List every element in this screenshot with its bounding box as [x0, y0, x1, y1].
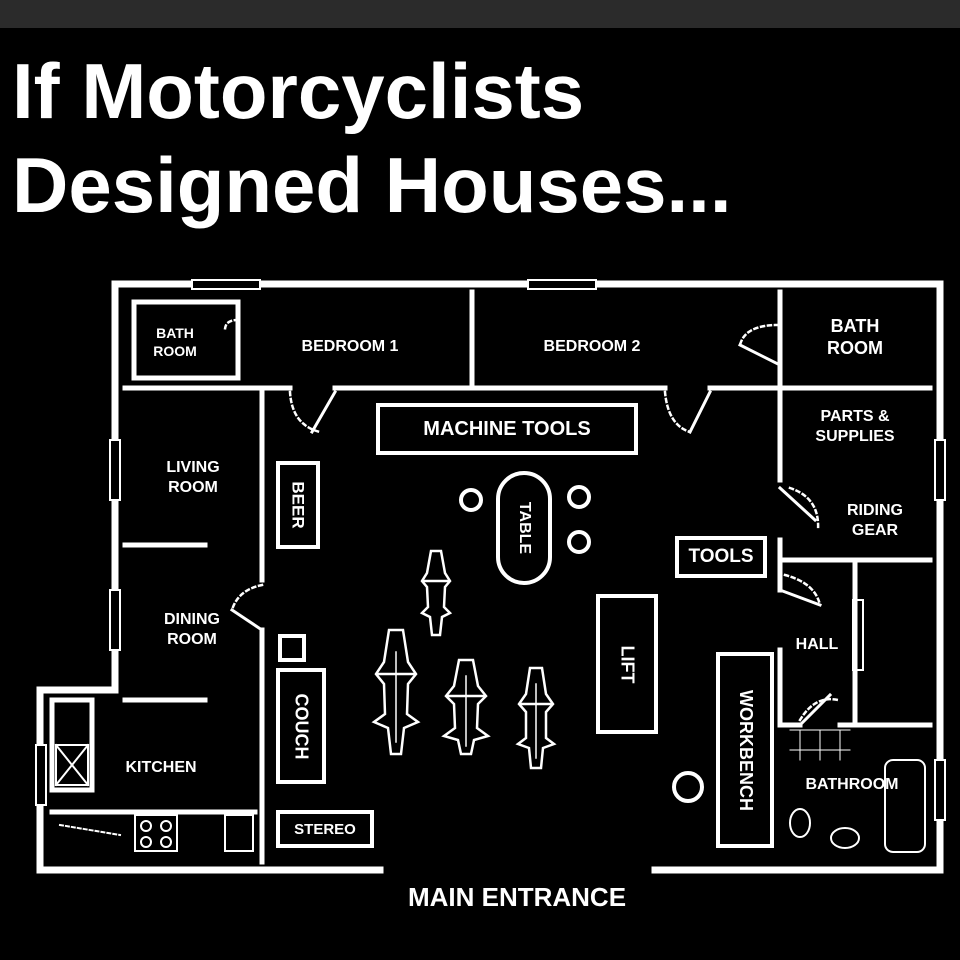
motorcycles: [371, 549, 557, 770]
bath-room-line2: ROOM: [153, 343, 197, 359]
title-line-1: If Motorcyclists: [12, 47, 585, 135]
lift-box: LIFT: [596, 594, 658, 734]
motorcycle-icon: [371, 628, 421, 756]
bathroom-details: [789, 729, 926, 853]
table-label-box: TABLE: [502, 478, 546, 578]
riding-line1: RIDING: [847, 502, 903, 519]
living-line1: LIVING: [166, 459, 220, 476]
machine-tools-box: MACHINE TOOLS: [376, 403, 638, 455]
motorcycle-icon: [515, 666, 557, 770]
lift-label: LIFT: [617, 645, 638, 683]
page-title: If Motorcyclists Designed Houses...: [12, 44, 732, 232]
bedroom-2-label: BEDROOM 2: [543, 338, 641, 355]
bath-room-line1: BATH: [156, 325, 194, 341]
beer-label: BEER: [289, 481, 309, 529]
small-fixtures: [278, 634, 704, 803]
dining-line1: DINING: [164, 611, 220, 628]
main-entrance-label: MAIN ENTRANCE: [407, 882, 627, 912]
parts-supplies-label: PARTS & SUPPLIES: [815, 407, 894, 447]
workbench-box: WORKBENCH: [716, 652, 774, 848]
door-swings: [223, 318, 840, 722]
riding-gear-label: RIDING GEAR: [847, 501, 903, 541]
living-room-label: LIVING ROOM: [166, 458, 219, 498]
couch-label: COUCH: [291, 693, 312, 759]
beer-box: BEER: [276, 461, 320, 549]
dining-room-label: DINING ROOM: [164, 610, 220, 650]
table-area: [459, 471, 591, 585]
title-line-2: Designed Houses...: [12, 141, 732, 229]
kitchen-label: KITCHEN: [125, 759, 197, 776]
bath-room-right-line2: ROOM: [827, 338, 883, 358]
kitchen-details: [54, 743, 254, 852]
top-bar: [0, 0, 960, 28]
stereo-box: STEREO: [276, 810, 374, 848]
tools-label: TOOLS: [688, 546, 754, 567]
motorcycle-icon: [419, 549, 453, 637]
tools-box: TOOLS: [675, 536, 767, 578]
stereo-label: STEREO: [294, 820, 356, 838]
bathroom-label: BATHROOM: [805, 776, 899, 793]
bath-room-top-right-label: BATH ROOM: [827, 315, 883, 359]
door-leaves: [229, 342, 833, 728]
interior-walls: [49, 289, 933, 865]
workbench-label: WORKBENCH: [735, 689, 756, 811]
bath-room-right-line1: BATH: [830, 316, 880, 336]
living-line2: ROOM: [168, 479, 218, 496]
bath-room-top-left-label: BATH ROOM: [153, 324, 197, 360]
dining-line2: ROOM: [167, 631, 217, 648]
couch-box: COUCH: [276, 668, 326, 784]
parts-line2: SUPPLIES: [815, 428, 895, 445]
windows: [35, 279, 946, 821]
riding-line2: GEAR: [851, 522, 899, 539]
motorcycle-icon: [441, 658, 491, 756]
bedroom-1-label: BEDROOM 1: [301, 338, 399, 355]
parts-line1: PARTS &: [820, 408, 890, 425]
hall-label: HALL: [795, 636, 839, 653]
machine-tools-label: MACHINE TOOLS: [423, 417, 591, 440]
table-label: TABLE: [516, 501, 534, 555]
